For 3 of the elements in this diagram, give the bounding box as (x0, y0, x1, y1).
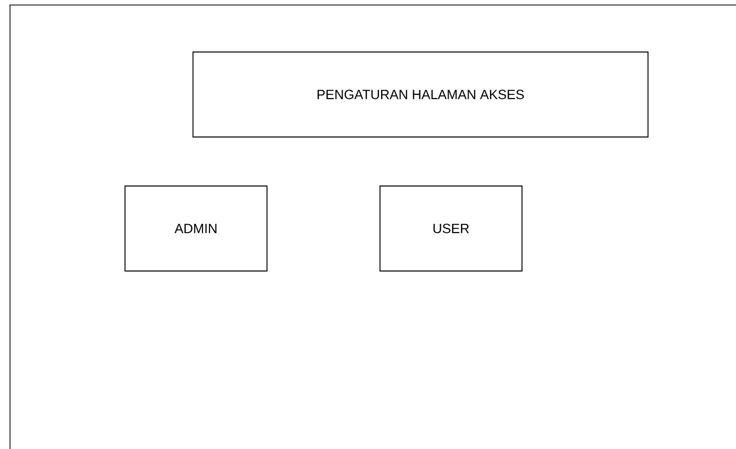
box: USER (380, 186, 522, 272)
box: ADMIN (124, 186, 268, 272)
box: PENGATURAN HALAMAN AKSES (192, 52, 648, 138)
